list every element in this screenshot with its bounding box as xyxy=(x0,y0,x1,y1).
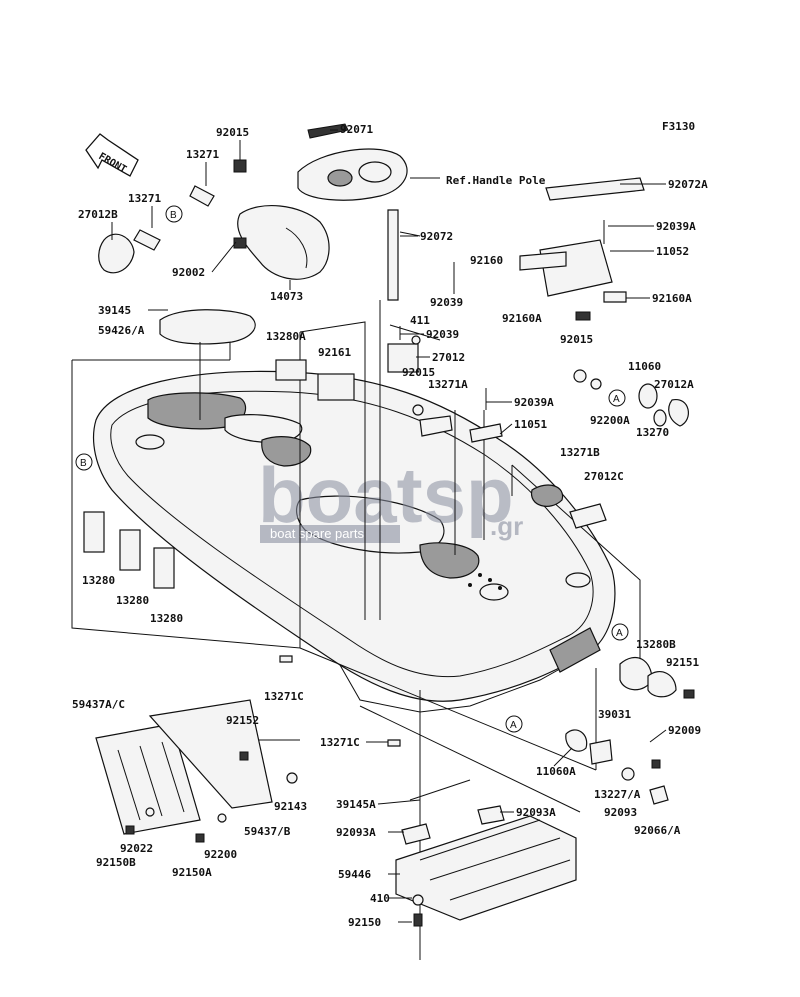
svg-text:13280: 13280 xyxy=(150,612,183,625)
small-clips-13271C xyxy=(279,655,401,747)
svg-text:11052: 11052 xyxy=(656,245,689,258)
svg-text:Ref.Handle Pole: Ref.Handle Pole xyxy=(446,174,546,187)
svg-text:92039A: 92039A xyxy=(656,220,696,233)
svg-text:411: 411 xyxy=(410,314,430,327)
svg-text:59437/B: 59437/B xyxy=(244,825,291,838)
svg-text:13271: 13271 xyxy=(128,192,161,205)
watermark: boatsp .gr boat spare parts xyxy=(258,451,523,543)
svg-text:39031: 39031 xyxy=(598,708,631,721)
svg-text:92015: 92015 xyxy=(560,333,593,346)
svg-text:92160A: 92160A xyxy=(652,292,692,305)
callout-b-top: B xyxy=(165,205,183,223)
svg-text:11051: 11051 xyxy=(514,418,547,431)
small-parts-center xyxy=(275,262,503,443)
svg-text:59446: 59446 xyxy=(338,868,371,881)
svg-text:92160A: 92160A xyxy=(502,312,542,325)
svg-text:13271: 13271 xyxy=(186,148,219,161)
callout-a-hull: A xyxy=(611,623,629,641)
svg-text:13280B: 13280B xyxy=(636,638,676,651)
svg-text:B: B xyxy=(80,458,87,469)
svg-text:92151: 92151 xyxy=(666,656,699,669)
callout-a-right: A xyxy=(608,389,626,407)
svg-text:410: 410 xyxy=(370,892,390,905)
sponson-59437 xyxy=(95,699,298,843)
svg-text:92015: 92015 xyxy=(216,126,249,139)
svg-text:A: A xyxy=(616,628,623,639)
svg-text:92150B: 92150B xyxy=(96,856,136,869)
svg-text:13280: 13280 xyxy=(82,574,115,587)
svg-text:92150: 92150 xyxy=(348,916,381,929)
svg-text:B: B xyxy=(170,210,177,221)
svg-text:92093: 92093 xyxy=(604,806,637,819)
svg-text:92200: 92200 xyxy=(204,848,237,861)
leader-lines xyxy=(71,300,641,960)
svg-text:A: A xyxy=(613,394,620,405)
svg-text:59437A/C: 59437A/C xyxy=(72,698,125,711)
svg-text:13271C: 13271C xyxy=(264,690,304,703)
svg-text:92015: 92015 xyxy=(402,366,435,379)
svg-text:92022: 92022 xyxy=(120,842,153,855)
svg-text:92093A: 92093A xyxy=(336,826,376,839)
svg-text:92143: 92143 xyxy=(274,800,307,813)
svg-text:13270: 13270 xyxy=(636,426,669,439)
svg-text:.gr: .gr xyxy=(490,511,523,541)
svg-text:13280A: 13280A xyxy=(266,330,306,343)
figure-code: F3130 xyxy=(662,120,695,133)
callout-b-left: B xyxy=(75,453,93,471)
svg-text:27012A: 27012A xyxy=(654,378,694,391)
svg-text:13271B: 13271B xyxy=(560,446,600,459)
svg-text:92039: 92039 xyxy=(426,328,459,341)
svg-text:92039A: 92039A xyxy=(514,396,554,409)
svg-text:92066/A: 92066/A xyxy=(634,824,681,837)
ride-plate-59446 xyxy=(395,779,577,927)
svg-text:13280: 13280 xyxy=(116,594,149,607)
svg-text:92161: 92161 xyxy=(318,346,351,359)
hatch-gasket xyxy=(159,309,256,420)
front-arrow-icon: FRONT xyxy=(85,133,139,177)
svg-text:59426/A: 59426/A xyxy=(98,324,145,337)
svg-text:92152: 92152 xyxy=(226,714,259,727)
right-side-parts xyxy=(531,369,695,805)
svg-text:39145A: 39145A xyxy=(336,798,376,811)
svg-text:27012C: 27012C xyxy=(584,470,624,483)
svg-text:92160: 92160 xyxy=(470,254,503,267)
svg-text:92039: 92039 xyxy=(430,296,463,309)
svg-text:A: A xyxy=(510,720,517,731)
handle-pole-cover xyxy=(297,123,440,201)
svg-text:11060A: 11060A xyxy=(536,765,576,778)
hull-blocks-13280 xyxy=(83,511,175,589)
storage-bracket xyxy=(519,177,645,321)
svg-text:27012B: 27012B xyxy=(78,208,118,221)
svg-text:13271A: 13271A xyxy=(428,378,468,391)
svg-text:13227/A: 13227/A xyxy=(594,788,641,801)
svg-text:92200A: 92200A xyxy=(590,414,630,427)
svg-text:39145: 39145 xyxy=(98,304,131,317)
strap-92072 xyxy=(387,209,421,301)
label-leaders xyxy=(111,129,667,923)
svg-text:92009: 92009 xyxy=(668,724,701,737)
svg-text:92072: 92072 xyxy=(420,230,453,243)
svg-text:boat spare parts: boat spare parts xyxy=(270,526,364,541)
callout-a-bottom: A xyxy=(505,715,523,733)
svg-text:14073: 14073 xyxy=(270,290,303,303)
seat-cushion xyxy=(237,204,330,280)
svg-text:boatsp: boatsp xyxy=(258,451,514,539)
svg-text:92002: 92002 xyxy=(172,266,205,279)
pads-left xyxy=(98,159,247,274)
svg-text:92150A: 92150A xyxy=(172,866,212,879)
svg-text:92071: 92071 xyxy=(340,123,373,136)
svg-text:92093A: 92093A xyxy=(516,806,556,819)
svg-text:27012: 27012 xyxy=(432,351,465,364)
svg-text:11060: 11060 xyxy=(628,360,661,373)
svg-text:13271C: 13271C xyxy=(320,736,360,749)
part-labels: 92015 92071 13271 Ref.Handle Pole 92072A… xyxy=(72,123,708,929)
svg-text:92072A: 92072A xyxy=(668,178,708,191)
